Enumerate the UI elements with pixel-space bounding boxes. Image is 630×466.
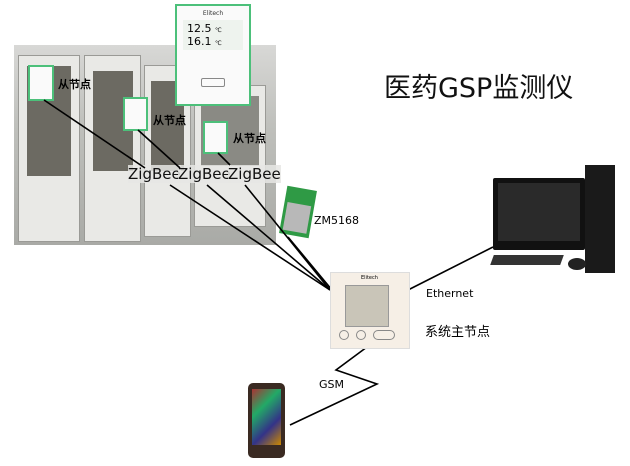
temperature-reading-2: 16.1 — [187, 35, 212, 48]
mouse — [568, 258, 586, 270]
link-line — [43, 99, 146, 169]
master-node-label: 系统主节点 — [425, 325, 491, 340]
large-sensor-device: Elitech 12.5 ℃ 16.1 ℃ — [175, 4, 251, 106]
slave-sensor-2 — [123, 97, 148, 131]
link-line — [206, 184, 331, 291]
module-label: ZM5168 — [314, 214, 360, 227]
master-brand: Elitech — [361, 275, 378, 281]
ethernet-label: Ethernet — [426, 287, 474, 300]
gsm-label: GSM — [319, 378, 344, 391]
link-line — [169, 184, 331, 291]
slave-node-label-1: 从节点 — [58, 78, 91, 91]
keyboard — [490, 255, 564, 265]
slave-node-label-2: 从节点 — [153, 114, 186, 127]
computer-monitor — [493, 178, 585, 250]
unit: ℃ — [215, 40, 222, 47]
device-brand: Elitech — [202, 10, 224, 17]
diagram-title: 医药GSP监测仪 — [384, 73, 574, 104]
temperature-reading-1: 12.5 — [187, 22, 212, 35]
device-button — [201, 78, 225, 87]
link-line — [287, 236, 333, 291]
slave-sensor-3 — [203, 121, 228, 154]
slave-sensor-1 — [28, 65, 54, 101]
zigbee-label-2: ZigBee — [178, 165, 231, 183]
computer-tower — [585, 165, 615, 273]
master-node-device: Elitech — [330, 272, 410, 349]
link-line — [217, 152, 231, 166]
link-line — [137, 129, 181, 169]
slave-node-label-3: 从节点 — [233, 132, 266, 145]
unit: ℃ — [215, 27, 222, 34]
ethernet-line — [407, 246, 494, 291]
zigbee-label-1: ZigBee — [128, 165, 181, 183]
gsm-line — [289, 346, 380, 426]
mobile-phone — [248, 383, 285, 458]
zigbee-label-3: ZigBee — [228, 165, 281, 183]
